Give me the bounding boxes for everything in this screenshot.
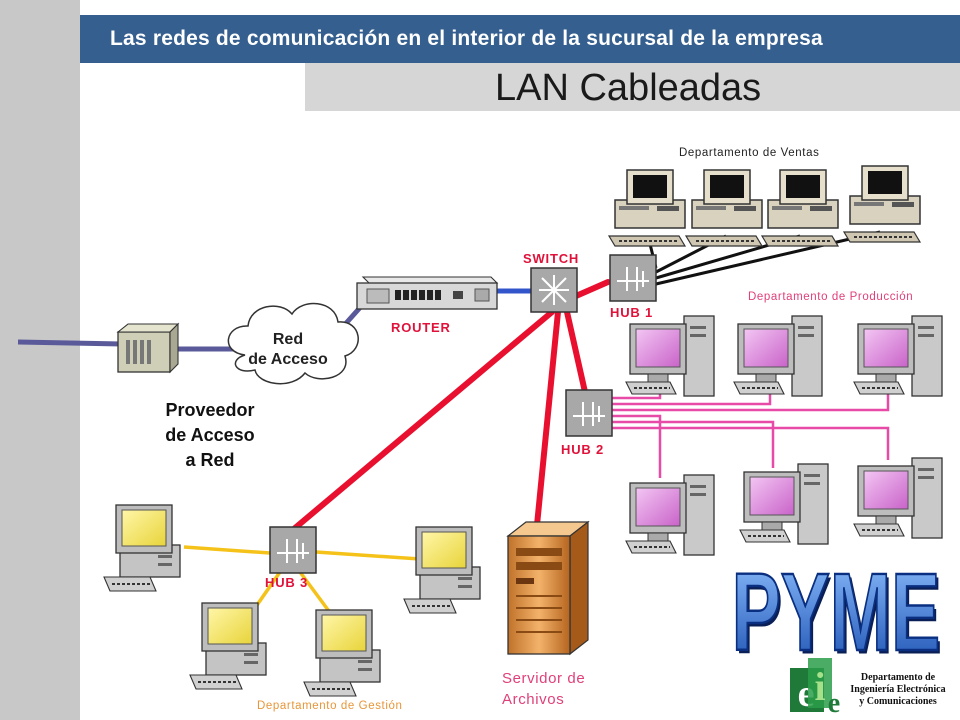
gestion-pc-icon [303,609,381,697]
access-network-label-line1: Red [272,331,304,348]
red-links [292,279,611,531]
switch-icon [530,267,578,313]
hub2-label: HUB 2 [561,442,605,457]
ventas-pc-icon [843,165,921,243]
top-banner: Las redes de comunicación en el interior… [80,15,960,63]
hub1-label: HUB 1 [610,305,654,320]
access-network-label-line2: de Acceso [248,351,328,368]
produccion-pc-icon [853,315,943,397]
router-icon [356,276,499,310]
gestion-pc-icon [189,602,267,690]
hub2-icon [565,389,613,437]
ventas-pc-icon [685,169,763,247]
file-server-icon [506,520,590,656]
produccion-pc-icon [625,315,715,397]
svg-text:e: e [828,688,840,719]
title-banner: LAN Cableadas [305,63,960,111]
produccion-pc-icon [739,463,829,545]
file-server-label: Servidor de Archivos [502,670,586,708]
hub3-icon [269,526,317,574]
produccion-pc-icon [733,315,823,397]
produccion-department-label: Departamento de Producción [748,291,914,303]
ventas-pc-icon [761,169,839,247]
organization-line2: Ingeniería Electrónica [850,684,946,695]
provider-label: Proveedor de Acceso a Red [150,398,270,473]
access-network-label: Red de Acceso [238,330,338,370]
gestion-pc-icon [403,526,481,614]
router-label: ROUTER [391,320,451,335]
slide-title: LAN Cableadas [495,67,762,109]
ventas-pc-icon [608,169,686,247]
pyme-logo-text: PYME [732,550,941,674]
provider-label-line2: de Acceso [165,425,255,445]
ventas-department-label: Departamento de Ventas [679,147,820,159]
organization-line1: Departamento de [860,672,936,683]
switch-label: SWITCH [523,251,580,266]
svg-text:i: i [814,664,825,709]
produccion-pc-icon [625,474,715,556]
provider-label-line3: a Red [185,450,235,470]
banner-title: Las redes de comunicación en el interior… [110,27,823,50]
pyme-logo-shadow: PYME [734,554,943,678]
organization-line3: y Comunicaciones [859,696,937,707]
organization-label: Departamento de Ingeniería Electrónica y… [836,672,960,708]
produccion-pc-icon [853,457,943,539]
eie-logo-icon: e i e [790,658,840,719]
left-sidebar-strip [0,0,80,720]
hub3-label: HUB 3 [265,575,309,590]
gestion-pc-icon [103,504,181,592]
hub1-icon [609,254,657,302]
provider-modem-icon [116,322,180,374]
access-network-cloud-icon [227,302,359,385]
provider-label-line1: Proveedor [165,400,255,420]
gestion-department-label: Departamento de Gestión [257,700,403,712]
pyme-logo: PYME PYME [731,549,943,678]
